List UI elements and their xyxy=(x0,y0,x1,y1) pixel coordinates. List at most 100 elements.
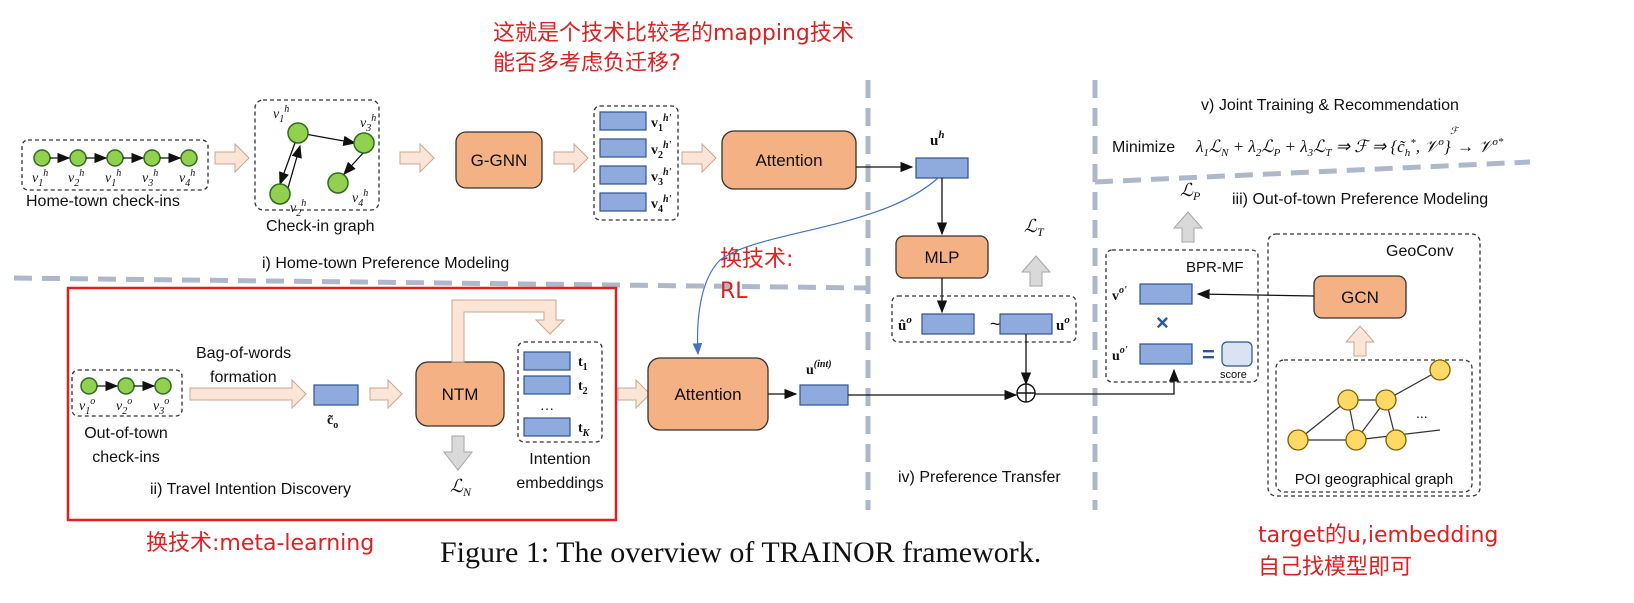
checkin-node xyxy=(143,149,161,167)
bow-line1: Bag-of-words xyxy=(196,345,291,362)
svg-text:~: ~ xyxy=(990,314,1001,334)
intention-line2: embeddings xyxy=(516,475,603,492)
loss-n: ℒN xyxy=(450,476,472,499)
flow-arrow xyxy=(681,142,717,174)
svg-text:v2h: v2h xyxy=(68,168,84,189)
mlp-label: MLP xyxy=(925,248,960,267)
annotation-mapping-line1: 这就是个技术比较老的mapping技术 xyxy=(493,21,854,46)
hometown-embeddings: v1h' v2h' v3h' v4h' xyxy=(593,105,679,221)
checkin-graph: v1h v3h v2h v4h xyxy=(254,99,380,219)
g-gnn-box xyxy=(455,131,543,189)
svg-text:λ1ℒN + λ2ℒP + λ3ℒT ⇒ ℱ ⇒ {c̃h*: λ1ℒN + λ2ℒP + λ3ℒT ⇒ ℱ ⇒ {c̃h*, 𝒱o} → 𝒱o… xyxy=(1195,136,1504,159)
svg-text:=: = xyxy=(1202,342,1215,367)
transfer-section-label: iv) Preference Transfer xyxy=(898,469,1061,486)
g-gnn-label: G-GNN xyxy=(471,151,528,170)
bow-arrow xyxy=(189,378,307,410)
svg-text:t2: t2 xyxy=(578,379,588,397)
hometown-section-label: i) Home-town Preference Modeling xyxy=(262,255,509,272)
svg-text:v4h': v4h' xyxy=(651,194,672,215)
loss-arrow xyxy=(442,435,474,471)
hometown-checkins-label: Home-town check-ins xyxy=(26,193,180,210)
outoftown-checkins: v1o v2o v3o xyxy=(71,369,183,417)
figure-caption: Figure 1: The overview of TRAINOR framew… xyxy=(440,536,1041,569)
bow-line2: formation xyxy=(210,369,277,386)
svg-text:GeoConv: GeoConv xyxy=(1386,243,1454,260)
uint-label: u(int) xyxy=(806,359,832,378)
svg-text:v4h: v4h xyxy=(352,188,368,209)
svg-text:v4h: v4h xyxy=(179,168,195,189)
svg-text:v3h': v3h' xyxy=(651,167,672,188)
svg-text:...: ... xyxy=(1416,405,1428,421)
loss-arrow xyxy=(1172,211,1204,243)
annotation-target-line2: 自己找模型即可 xyxy=(1258,555,1412,580)
svg-text:v2o: v2o xyxy=(116,396,132,417)
geoconv-box: GeoConv GCN xyxy=(1267,233,1481,497)
svg-text:…: … xyxy=(540,399,554,414)
section-separators xyxy=(13,80,1531,510)
joint-title: v) Joint Training & Recommendation xyxy=(1201,97,1459,114)
svg-text:v1h': v1h' xyxy=(651,113,672,134)
rl-link-curve xyxy=(692,177,939,356)
svg-text:tK: tK xyxy=(578,421,591,439)
travel-intention-highlight xyxy=(66,286,618,522)
poi-graph: ... POI geographical graph xyxy=(1275,359,1473,493)
svg-text:t1: t1 xyxy=(578,355,588,373)
travel-section-label: ii) Travel Intention Discovery xyxy=(150,481,351,498)
svg-text:v1h: v1h xyxy=(273,104,289,125)
annotation-target-line1: target的u,iembedding xyxy=(1258,523,1498,548)
svg-text:GCN: GCN xyxy=(1341,288,1379,307)
intention-embeddings: t1 t2 … tK xyxy=(517,341,603,443)
oplus-node xyxy=(1016,383,1036,403)
joint-formula: Minimize λ1ℒN + λ2ℒP + λ3ℒT ⇒ ℱ ⇒ {c̃h*,… xyxy=(1112,126,1504,159)
checkin-node xyxy=(180,149,198,167)
svg-text:v3o: v3o xyxy=(153,396,169,417)
annotation-meta-learning: 换技术:meta-learning xyxy=(146,531,374,556)
flow-arrow xyxy=(1344,325,1376,357)
checkin-node xyxy=(69,149,87,167)
svg-text:v2h': v2h' xyxy=(651,140,672,161)
intention-line1: Intention xyxy=(529,451,590,468)
svg-text:v3h: v3h xyxy=(142,168,158,189)
outoftown-section-label: iii) Out-of-town Preference Modeling xyxy=(1232,191,1488,208)
co-vector xyxy=(313,384,359,406)
annotation-rl-line1: 换技术: xyxy=(720,247,793,272)
loss-arrow xyxy=(1020,255,1052,287)
flow-arrow xyxy=(617,378,651,410)
attention-bottom-label: Attention xyxy=(674,385,741,404)
svg-text:v1h: v1h xyxy=(32,168,48,189)
flow-arrow xyxy=(369,378,403,410)
svg-text:score: score xyxy=(1220,369,1247,381)
annotation-rl-line2: RL xyxy=(720,279,748,304)
outoftown-checkins-line2: check-ins xyxy=(92,449,160,466)
svg-text:v1o: v1o xyxy=(79,396,95,417)
loss-t: ℒT xyxy=(1024,216,1045,239)
svg-text:vo': vo' xyxy=(1112,285,1127,304)
svg-text:v2h: v2h xyxy=(290,198,306,219)
flow-arrow xyxy=(399,142,435,174)
ntm-label: NTM xyxy=(442,385,479,404)
bpr-mf-box: BPR-MF vo' × uo' = score xyxy=(1105,249,1259,383)
svg-text:BPR-MF: BPR-MF xyxy=(1186,259,1244,276)
svg-text:ℱ: ℱ xyxy=(1450,126,1460,137)
svg-text:uo': uo' xyxy=(1112,345,1128,364)
flow-arrow xyxy=(553,142,589,174)
uint-vector xyxy=(799,384,849,406)
hometown-checkins: v1h v2h v1h v3h v4h xyxy=(21,139,209,191)
loss-p: ℒP xyxy=(1180,180,1201,203)
svg-text:ûo: ûo xyxy=(898,314,912,334)
annotation-mapping-line2: 能否多考虑负迁移? xyxy=(493,51,681,76)
checkin-node xyxy=(33,149,51,167)
transfer-compare: ûo ~ uo xyxy=(891,295,1077,343)
uh-label: uh xyxy=(930,129,944,149)
co-label: c̃o xyxy=(327,413,338,431)
attention-top-label: Attention xyxy=(755,151,822,170)
svg-text:Minimize: Minimize xyxy=(1112,139,1175,156)
svg-text:v3h: v3h xyxy=(360,113,376,134)
svg-text:v1h: v1h xyxy=(105,168,121,189)
svg-text:POI geographical graph: POI geographical graph xyxy=(1295,471,1453,488)
uh-vector xyxy=(915,157,969,179)
svg-text:×: × xyxy=(1156,310,1169,335)
checkin-graph-label: Check-in graph xyxy=(266,218,375,235)
flow-arrow xyxy=(214,142,250,174)
ntm-loop-arrow xyxy=(451,299,566,363)
